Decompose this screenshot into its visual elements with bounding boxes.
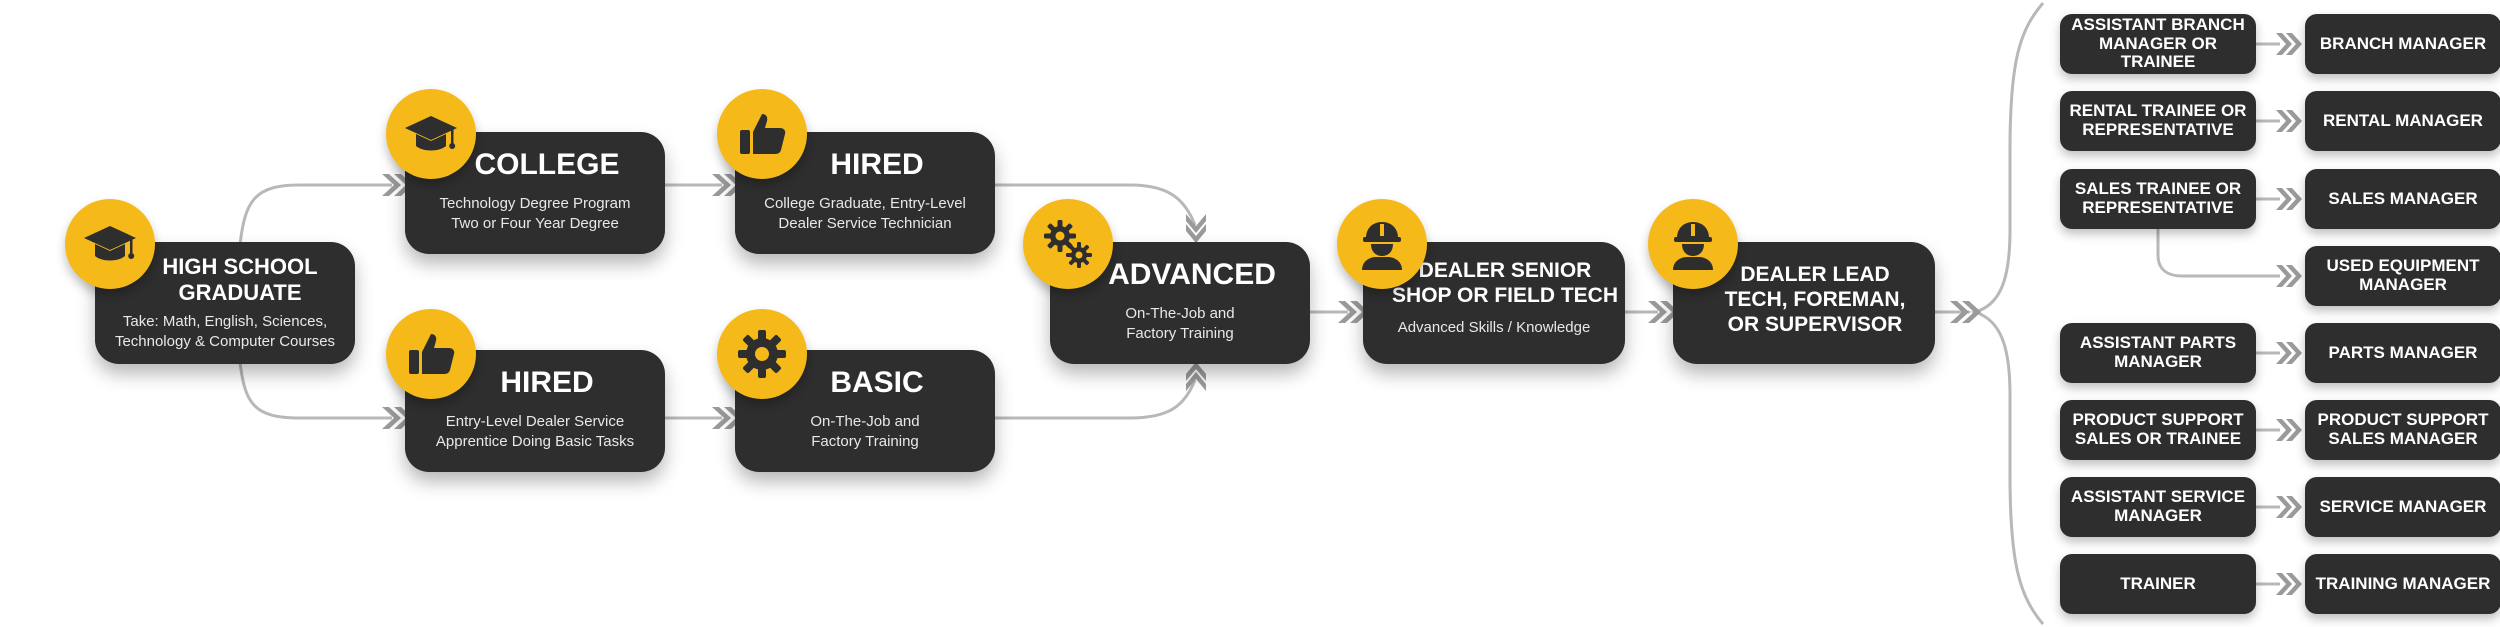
- hired-apprentice-desc-line2: Apprentice Doing Basic Tasks: [435, 432, 635, 450]
- role-line: RENTAL TRAINEE OR: [2069, 101, 2247, 121]
- role-branch-manager: BRANCH MANAGER: [2305, 14, 2500, 74]
- role-line: PRODUCT SUPPORT: [2317, 410, 2489, 430]
- role-line: REPRESENTATIVE: [2082, 120, 2234, 139]
- worker-hard-hat-icon: [1648, 199, 1738, 289]
- role-service-manager: SERVICE MANAGER: [2305, 477, 2500, 537]
- hired-graduate-desc-line1: College Graduate, Entry-Level: [764, 195, 966, 212]
- basic-title: BASIC: [830, 366, 924, 399]
- role-line: MANAGER: [2114, 506, 2202, 525]
- role-line: TRAINER: [2120, 573, 2196, 593]
- advanced-title: ADVANCED: [1108, 258, 1276, 291]
- advanced-desc-line2: Factory Training: [1126, 324, 1234, 342]
- college-desc-line1: Technology Degree Program: [439, 195, 631, 212]
- role-line: BRANCH MANAGER: [2319, 33, 2487, 53]
- role-line: SALES MANAGER: [2328, 429, 2478, 448]
- high-school-desc-line2: Technology & Computer Courses: [114, 332, 336, 350]
- role-parts-manager: PARTS MANAGER: [2305, 323, 2500, 383]
- role-line: ASSISTANT PARTS: [2079, 333, 2237, 353]
- role-line: TRAINING MANAGER: [2315, 573, 2491, 593]
- role-line: PRODUCT SUPPORT: [2072, 410, 2244, 430]
- role-line: MANAGER: [2359, 275, 2447, 294]
- graduation-cap-icon: [386, 89, 476, 179]
- senior-tech-desc: Advanced Skills / Knowledge: [1397, 319, 1591, 336]
- senior-tech-title-line2: SHOP OR FIELD TECH: [1392, 284, 1618, 307]
- role-training-manager: TRAINING MANAGER: [2305, 554, 2500, 614]
- role-line: ASSISTANT SERVICE: [2070, 487, 2246, 507]
- basic-desc-line2: Factory Training: [811, 432, 919, 450]
- high-school-title-line1: HIGH SCHOOL: [162, 254, 318, 279]
- role-line: MANAGER OR TRAINEE: [2098, 33, 2218, 72]
- role-rental-manager: RENTAL MANAGER: [2305, 91, 2500, 151]
- thumbs-up-icon: [717, 89, 807, 179]
- high-school-desc-line1: Take: Math, English, Sciences,: [122, 313, 328, 330]
- role-line: PARTS MANAGER: [2328, 342, 2478, 362]
- role-line: REPRESENTATIVE: [2082, 198, 2234, 217]
- role-line: MANAGER: [2114, 352, 2202, 371]
- role-line: USED EQUIPMENT: [2326, 256, 2480, 276]
- gears-icon: [1023, 199, 1113, 289]
- hired-graduate-desc-line2: Dealer Service Technician: [778, 214, 952, 232]
- role-line: SALES TRAINEE OR: [2074, 179, 2242, 199]
- basic-desc-line1: On-The-Job and: [810, 413, 920, 430]
- gear-icon: [717, 309, 807, 399]
- role-sales-manager: SALES MANAGER: [2305, 169, 2500, 229]
- lead-tech-title-line1: DEALER LEAD: [1740, 263, 1890, 286]
- role-line: SALES MANAGER: [2328, 188, 2478, 208]
- thumbs-up-icon: [386, 309, 476, 399]
- role-trainer: TRAINER: [2060, 554, 2256, 614]
- college-title: COLLEGE: [474, 148, 620, 181]
- hired-apprentice-title: HIRED: [500, 366, 594, 399]
- role-line: ASSISTANT BRANCH: [2071, 14, 2245, 34]
- college-desc-line2: Two or Four Year Degree: [451, 214, 619, 232]
- high-school-title-line2: GRADUATE: [178, 280, 302, 305]
- role-line: SERVICE MANAGER: [2319, 496, 2487, 516]
- hired-apprentice-desc-line1: Entry-Level Dealer Service: [445, 413, 625, 430]
- graduation-cap-icon: [65, 199, 155, 289]
- worker-hard-hat-icon: [1337, 199, 1427, 289]
- role-line: SALES OR TRAINEE: [2074, 429, 2242, 448]
- role-line: RENTAL MANAGER: [2323, 110, 2483, 130]
- senior-tech-title-line1: DEALER SENIOR: [1418, 259, 1592, 282]
- advanced-desc-line1: On-The-Job and: [1125, 305, 1235, 322]
- lead-tech-title-line3: OR SUPERVISOR: [1727, 313, 1903, 336]
- lead-tech-title-line2: TECH, FOREMAN,: [1724, 288, 1906, 311]
- hired-graduate-title: HIRED: [830, 148, 924, 181]
